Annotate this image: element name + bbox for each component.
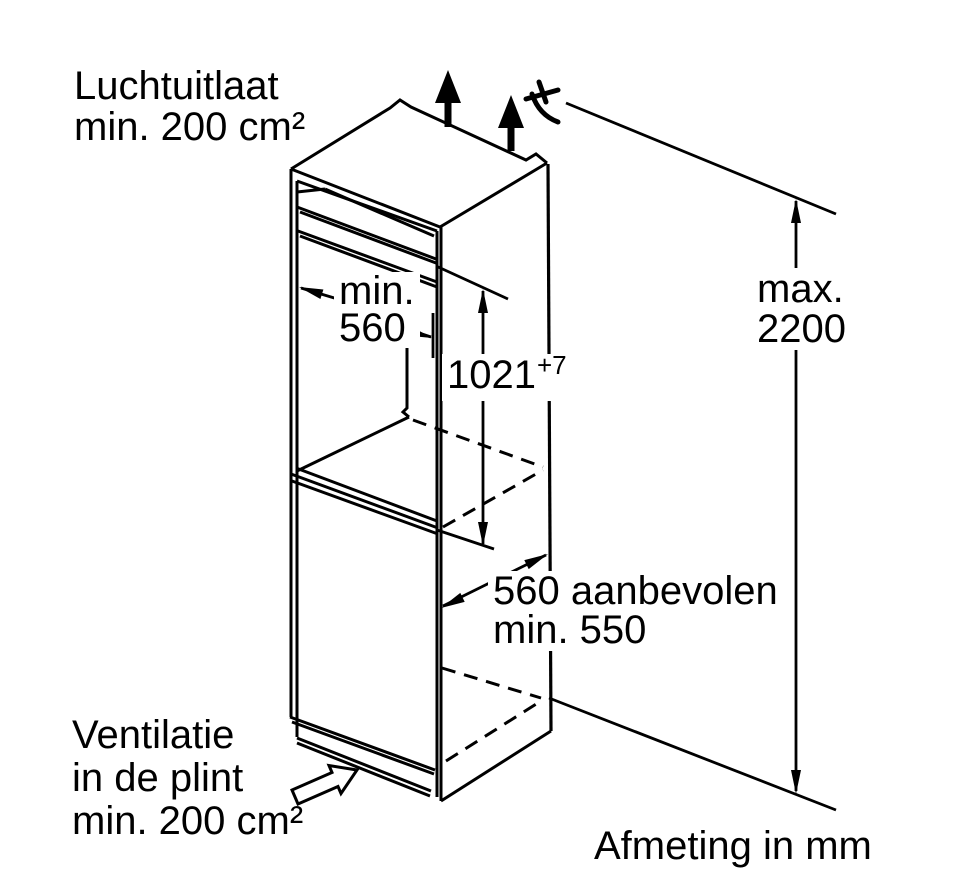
- max-height-label-line1: max.: [757, 267, 844, 311]
- dim-arrowhead: [791, 770, 801, 794]
- dim-extension-line: [435, 264, 509, 301]
- dim-extension-line: [548, 696, 837, 812]
- niche-width-label-line1: min.: [339, 269, 415, 313]
- dim-niche-height: [435, 264, 509, 551]
- dim-arrowhead: [441, 592, 465, 608]
- plinth-ventilation-label: Ventilatie in de plint min. 200 cm²: [72, 714, 303, 843]
- hidden-edges: [412, 418, 544, 763]
- niche-width-label-line2: 560: [339, 306, 406, 350]
- right-panel-bottom-edge: [440, 729, 552, 803]
- cabinet-top-back-edge: [290, 98, 548, 171]
- airflow-up-arrow-icon: [435, 70, 461, 127]
- depth-label-line2: min. 550: [493, 608, 647, 652]
- dim-arrowhead: [524, 554, 548, 570]
- plinth-slot: [289, 715, 436, 798]
- shelf-hidden-back-edge: [412, 418, 544, 469]
- air-outlet-label-line1: Luchtuitlaat: [74, 64, 279, 108]
- max-height-label-line2: 2200: [757, 307, 846, 351]
- dim-arrowhead: [299, 287, 324, 299]
- niche-width-label: min. 560: [334, 269, 420, 350]
- shelf-hidden-right-edge: [442, 468, 544, 529]
- niche-height-value: 1021: [447, 353, 536, 397]
- units-note-label: Afmeting in mm: [594, 824, 872, 868]
- depth-label-line1: 560 aanbevolen: [493, 569, 778, 613]
- shelf-front-band: [290, 466, 439, 536]
- bottom-hidden-right-edge: [445, 699, 542, 763]
- dim-max-height: [548, 101, 837, 812]
- niche-height-tolerance: +7: [536, 350, 567, 380]
- dim-arrowhead: [478, 289, 488, 313]
- max-height-label: max. 2200: [752, 268, 851, 350]
- airflow-arrows: [435, 70, 524, 151]
- dim-arrowhead: [478, 522, 488, 546]
- shelf-back-edge: [296, 415, 410, 473]
- cabinet-top-front-edge: [290, 167, 441, 229]
- plinth-ventilation-label-line1: Ventilatie: [72, 713, 235, 757]
- air-outlet-label-line2: min. 200 cm²: [74, 105, 306, 149]
- dim-extension-line: [565, 101, 837, 216]
- do-not-cover-icon: [523, 79, 561, 125]
- dim-extension-line: [436, 528, 495, 551]
- plinth-ventilation-label-line2: in de plint: [72, 756, 244, 800]
- depth-label: 560 aanbevolen min. 550: [488, 571, 783, 651]
- bottom-hidden-back-edge: [441, 666, 542, 700]
- dim-arrowhead: [791, 199, 801, 223]
- cabinet-top-right-edge: [439, 161, 548, 229]
- plinth-ventilation-label-line3: min. 200 cm²: [72, 799, 304, 843]
- niche-height-label: 1021+7: [442, 350, 572, 401]
- cabinet-outline: [289, 98, 553, 803]
- plinth-airflow-arrow-icon: [290, 763, 360, 806]
- air-outlet-label: Luchtuitlaat min. 200 cm²: [74, 66, 305, 148]
- airflow-up-arrow-icon: [498, 95, 524, 151]
